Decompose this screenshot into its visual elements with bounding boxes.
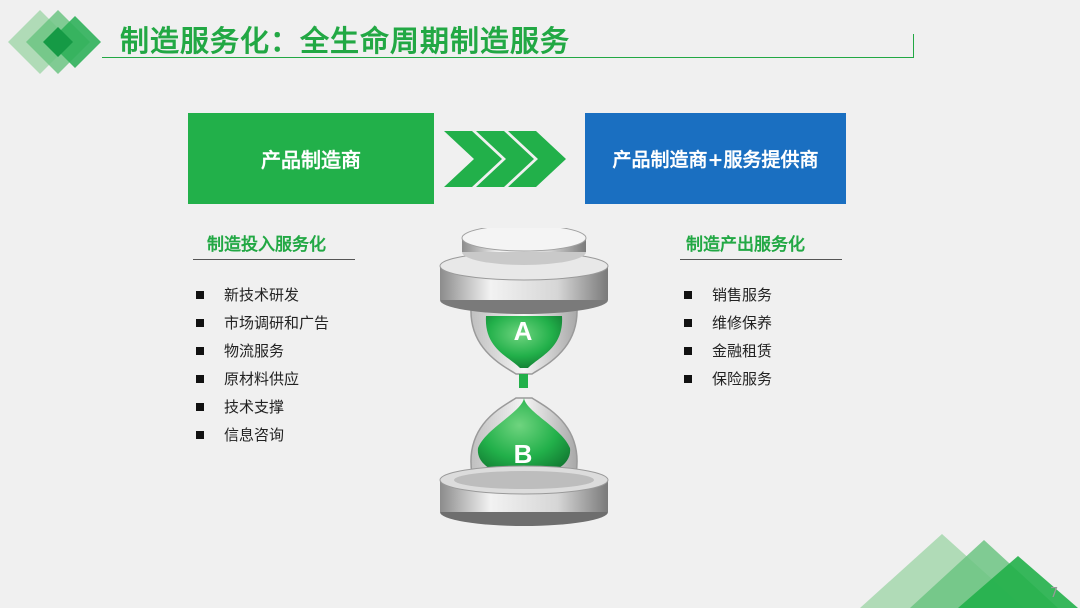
hourglass-icon: A B [439,228,609,526]
hourglass-label-b: B [514,439,533,469]
corner-triangles-decoration [860,534,1078,608]
page-title: 制造服务化：全生命周期制造服务 [120,24,571,58]
list-item: 新技术研发 [196,281,329,309]
input-servitization-underline [193,259,355,260]
page-number: 7 [1050,586,1059,601]
input-servitization-title: 制造投入服务化 [207,235,326,255]
list-item: 市场调研和广告 [196,309,329,337]
hourglass-label-a: A [514,316,533,346]
output-servitization-underline [680,259,842,260]
title-underline [102,57,914,58]
output-servitization-title: 制造产出服务化 [686,235,805,255]
list-item: 物流服务 [196,337,329,365]
list-item: 保险服务 [684,365,772,393]
input-servitization-list: 新技术研发 市场调研和广告 物流服务 原材料供应 技术支撑 信息咨询 [196,281,329,449]
output-servitization-list: 销售服务 维修保养 金融租赁 保险服务 [684,281,772,393]
list-item: 信息咨询 [196,421,329,449]
list-item: 原材料供应 [196,365,329,393]
list-item: 金融租赁 [684,337,772,365]
manufacturer-box: 产品制造商 [188,113,434,204]
list-item: 销售服务 [684,281,772,309]
chevron-arrows-icon [444,131,566,187]
list-item: 维修保养 [684,309,772,337]
logo-diamonds [8,10,101,74]
manufacturer-service-provider-box-label: 产品制造商+服务提供商 [612,149,819,171]
list-item: 技术支撑 [196,393,329,421]
title-rule-tick [913,34,914,58]
manufacturer-service-provider-box: 产品制造商+服务提供商 [585,113,846,204]
manufacturer-box-label: 产品制造商 [261,148,361,172]
